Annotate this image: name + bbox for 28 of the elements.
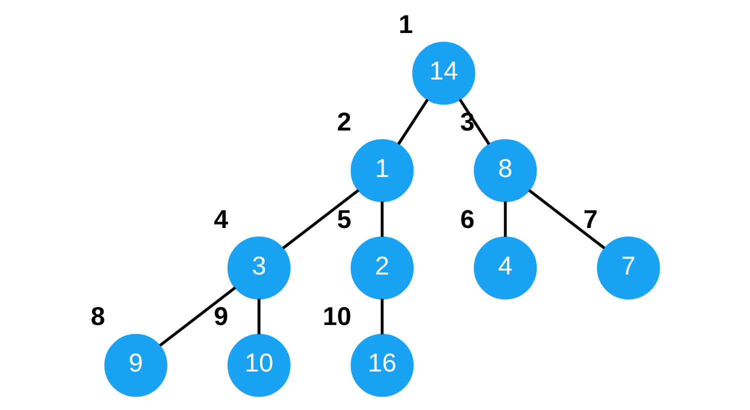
node-label: 1 [398,11,413,40]
node-label: 2 [337,108,352,136]
node-circle: 4 [474,236,537,300]
node-circle: 9 [104,334,168,397]
connector [282,189,360,250]
node-label: 9 [214,303,228,332]
node-label: 6 [460,206,475,234]
node-circle: 1 [350,139,414,202]
node-label: 8 [90,303,106,332]
connector [380,201,384,237]
connector [528,189,606,250]
connector [397,98,429,145]
node-label: 5 [337,206,352,234]
connector [380,298,384,334]
connector [458,98,490,145]
node-circle: 16 [350,334,414,397]
node-circle: 2 [350,236,414,300]
node-circle: 10 [228,334,290,397]
node-circle: 14 [412,42,476,105]
connector [258,298,260,334]
node-circle: 7 [596,236,660,300]
connector [159,286,236,347]
node-circle: 8 [474,139,537,202]
connector [504,201,507,237]
node-label: 7 [583,206,598,234]
node-label: 10 [322,303,352,332]
node-circle: 3 [228,236,290,300]
node-label: 4 [214,206,228,234]
